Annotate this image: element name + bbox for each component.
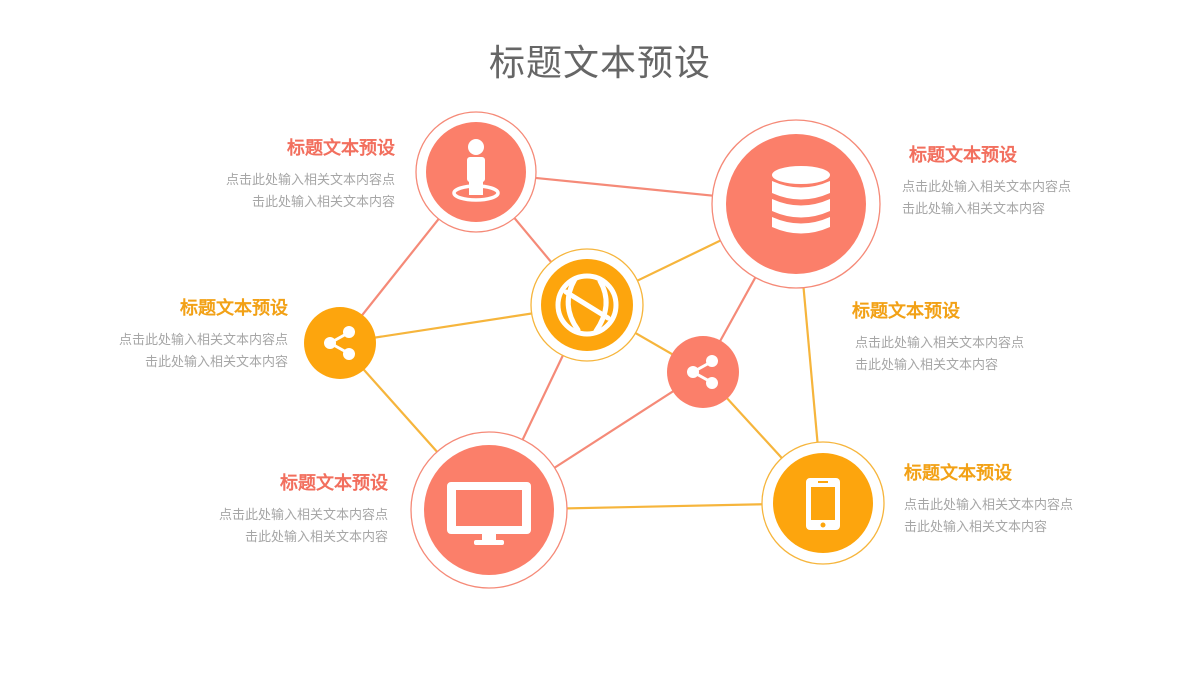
block-desc-line: 击此处输入相关文本内容 <box>902 202 1046 217</box>
node-monitor <box>410 431 568 589</box>
database-icon <box>772 166 830 234</box>
text-block-top-right: 标题文本预设 点击此处输入相关文本内容点 击此处输入相关文本内容 <box>902 141 1198 221</box>
block-desc-line: 点击此处输入相关文本内容点 <box>218 508 388 523</box>
node-database <box>711 119 881 289</box>
text-block-bottom-right: 标题文本预设 点击此处输入相关文本内容点 击此处输入相关文本内容 <box>904 459 1198 539</box>
smartphone-icon <box>806 478 840 530</box>
text-block-mid-right: 标题文本预设 点击此处输入相关文本内容点 击此处输入相关文本内容 <box>852 297 1152 377</box>
block-heading: 标题文本预设 <box>280 473 388 494</box>
block-desc-line: 击此处输入相关文本内容 <box>251 195 395 210</box>
share-icon <box>324 326 355 360</box>
node-share-left <box>304 307 376 379</box>
block-desc-line: 击此处输入相关文本内容 <box>144 355 288 370</box>
text-block-mid-left: 标题文本预设 点击此处输入相关文本内容点 击此处输入相关文本内容 <box>0 294 288 374</box>
page-title: 标题文本预设 <box>488 43 711 84</box>
block-desc-line: 点击此处输入相关文本内容点 <box>225 173 395 188</box>
block-desc-line: 击此处输入相关文本内容 <box>904 520 1048 535</box>
block-desc-line: 点击此处输入相关文本内容点 <box>904 498 1074 513</box>
block-desc-line: 点击此处输入相关文本内容点 <box>118 333 288 348</box>
block-heading: 标题文本预设 <box>904 463 1012 484</box>
block-heading: 标题文本预设 <box>909 145 1017 166</box>
text-block-bottom-left: 标题文本预设 点击此处输入相关文本内容点 击此处输入相关文本内容 <box>88 469 388 549</box>
block-desc-line: 点击此处输入相关文本内容点 <box>855 336 1025 351</box>
block-heading: 标题文本预设 <box>852 301 960 322</box>
block-desc-line: 点击此处输入相关文本内容点 <box>902 180 1072 195</box>
block-desc-line: 击此处输入相关文本内容 <box>855 358 999 373</box>
text-block-top-left: 标题文本预设 点击此处输入相关文本内容点 击此处输入相关文本内容 <box>95 134 395 214</box>
globe-icon <box>555 273 619 337</box>
share-icon <box>687 355 718 389</box>
person-location-icon <box>452 139 500 202</box>
block-desc-line: 击此处输入相关文本内容 <box>244 530 388 545</box>
monitor-icon <box>447 482 531 545</box>
node-person <box>415 111 537 233</box>
block-heading: 标题文本预设 <box>180 298 288 319</box>
block-heading: 标题文本预设 <box>287 138 395 159</box>
node-phone <box>761 441 885 565</box>
node-globe <box>530 248 644 362</box>
node-share-center <box>667 336 739 408</box>
